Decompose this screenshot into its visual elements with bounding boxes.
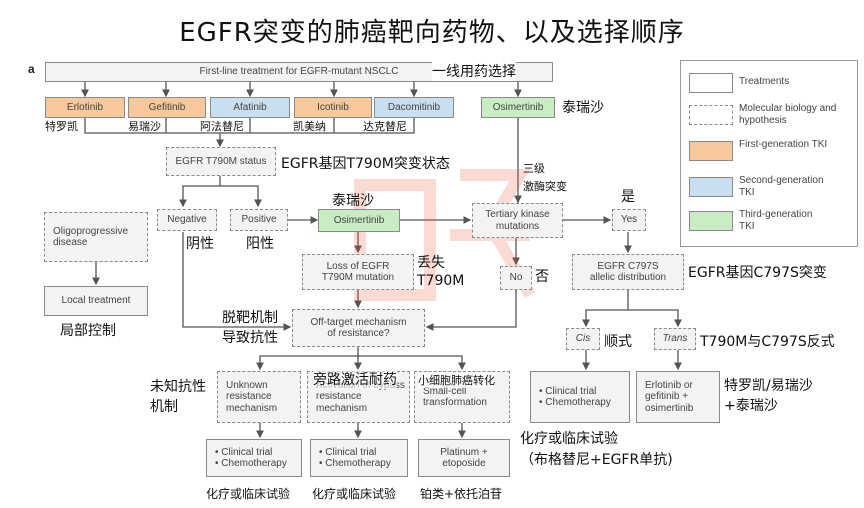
cis-cn: 顺式 bbox=[604, 334, 632, 350]
tertiary-box: Tertiary kinase mutations bbox=[472, 203, 563, 238]
afatinib-box: Afatinib bbox=[210, 97, 290, 118]
t790m-status-box: EGFR T790M status bbox=[166, 147, 276, 176]
c797s-cn: EGFR基因C797S突变 bbox=[688, 265, 827, 281]
c797s-box: EGFR C797S allelic distribution bbox=[572, 254, 684, 290]
off-target-cn-text: 脱靶机制 导致抗性 bbox=[222, 310, 278, 346]
positive-box: Positive bbox=[230, 209, 288, 231]
off-target-box: Off-target mechanism of resistance? bbox=[292, 309, 425, 347]
legend-third-gen-label: Third-generation TKI bbox=[739, 209, 813, 232]
unknown-mechanism-box: Unknown resistance mechanism bbox=[217, 371, 301, 423]
dacomitinib-cn: 达克替尼 bbox=[363, 120, 407, 133]
no-cn: 否 bbox=[535, 269, 549, 285]
gefitinib-cn: 易瑞沙 bbox=[128, 120, 161, 133]
loss-t790m-cn-text: 丢失 T790M bbox=[417, 255, 465, 290]
local-treatment-box: Local treatment bbox=[44, 286, 148, 316]
legend-molecular-label: Molecular biology and hypothesis bbox=[739, 103, 837, 126]
cis-treatment-box: • Clinical trial • Chemotherapy bbox=[530, 371, 630, 423]
trans-treatment-cn-text: 特罗凯/易瑞沙 +泰瑞沙 bbox=[724, 378, 813, 414]
legend-treatments-label: Treatments bbox=[739, 76, 790, 87]
osimertinib-second-cn: 泰瑞沙 bbox=[332, 193, 374, 209]
legend-first-gen-label: First-generation TKI bbox=[739, 139, 828, 150]
page-title: EGFR突变的肺癌靶向药物、以及选择顺序 bbox=[179, 18, 685, 48]
bypass-mechanism-cn: 旁路激活耐药 bbox=[313, 369, 397, 389]
clinical-trial-text-2: • Clinical trial • Chemotherapy bbox=[319, 446, 391, 470]
erlotinib-cn: 特罗凯 bbox=[45, 120, 78, 133]
afatinib-cn: 阿法替尼 bbox=[200, 120, 244, 133]
icotinib-box: Icotinib bbox=[294, 97, 372, 118]
panel-label: a bbox=[28, 62, 35, 76]
oligoprogressive-box: Oligoprogressive disease bbox=[44, 212, 148, 262]
legend-treatments-swatch bbox=[689, 73, 733, 93]
legend-third-gen-swatch bbox=[689, 211, 733, 231]
legend: Treatments Molecular biology and hypothe… bbox=[680, 60, 858, 247]
dacomitinib-box: Dacomitinib bbox=[374, 97, 454, 118]
icotinib-cn: 凯美纳 bbox=[293, 120, 326, 133]
platinum-box: Platinum + etoposide bbox=[418, 439, 510, 477]
legend-molecular-swatch bbox=[689, 105, 733, 125]
yes-cn: 是 bbox=[621, 189, 635, 205]
erlotinib-box: Erlotinib bbox=[45, 97, 125, 118]
legend-second-gen-swatch bbox=[689, 177, 733, 197]
cis-treatment-cn: 化疗或临床试验 （布格替尼+EGFR单抗) bbox=[520, 429, 673, 471]
osimertinib-second-box: Osimertinib bbox=[318, 209, 400, 232]
no-box: No bbox=[500, 266, 532, 290]
tertiary-cn-text: 三级 激酶突变 bbox=[523, 162, 567, 193]
cis-treatment-cn-text: 化疗或临床试验 （布格替尼+EGFR单抗) bbox=[520, 431, 673, 468]
gefitinib-box: Gefitinib bbox=[128, 97, 206, 118]
first-line-box: First-line treatment for EGFR-mutant NSC… bbox=[45, 62, 553, 82]
loss-t790m-box: Loss of EGFR T790M mutation bbox=[302, 254, 414, 290]
legend-first-gen-swatch bbox=[689, 141, 733, 161]
osimertinib-cn: 泰瑞沙 bbox=[562, 100, 604, 116]
clinical-trial-box-2: • Clinical trial • Chemotherapy bbox=[310, 439, 408, 477]
small-cell-cn: 小细胞肺癌转化 bbox=[418, 372, 495, 388]
trans-box: Trans bbox=[654, 328, 696, 350]
clinical-trial-box-1: • Clinical trial • Chemotherapy bbox=[206, 439, 302, 477]
clinical-trial-text-1: • Clinical trial • Chemotherapy bbox=[215, 446, 287, 470]
off-target-cn: 脱靶机制 导致抗性 bbox=[222, 309, 278, 348]
trans-treatment-box: Erlotinib or gefitinib + osimertinib bbox=[636, 371, 720, 423]
cis-treatment-text: • Clinical trial • Chemotherapy bbox=[539, 385, 611, 409]
negative-cn: 阴性 bbox=[186, 236, 214, 252]
bottom-cn-3: 铂类+依托泊苷 bbox=[420, 487, 503, 501]
first-line-cn-label: 一线用药选择 bbox=[432, 61, 516, 81]
bottom-cn-1: 化疗或临床试验 bbox=[206, 487, 291, 501]
trans-treatment-cn: 特罗凯/易瑞沙 +泰瑞沙 bbox=[724, 377, 813, 416]
legend-second-gen-label: Second-generation TKI bbox=[739, 175, 824, 198]
unknown-mechanism-cn-text: 未知抗性 机制 bbox=[150, 379, 206, 415]
osimertinib-box: Osimertinib bbox=[481, 97, 555, 118]
cis-box: Cis bbox=[566, 328, 600, 350]
loss-t790m-cn: 丢失 T790M bbox=[417, 254, 464, 290]
yes-box: Yes bbox=[612, 209, 646, 231]
t790m-status-cn: EGFR基因T790M突变状态 bbox=[281, 156, 450, 172]
tertiary-cn: 三级 激酶突变 bbox=[523, 160, 567, 195]
bottom-cn-2: 化疗或临床试验 bbox=[312, 487, 397, 501]
negative-box: Negative bbox=[157, 209, 217, 231]
trans-cn: T790M与C797S反式 bbox=[700, 334, 835, 350]
positive-cn: 阳性 bbox=[246, 236, 274, 252]
unknown-mechanism-cn: 未知抗性 机制 bbox=[150, 378, 206, 417]
local-treatment-cn: 局部控制 bbox=[60, 323, 116, 339]
